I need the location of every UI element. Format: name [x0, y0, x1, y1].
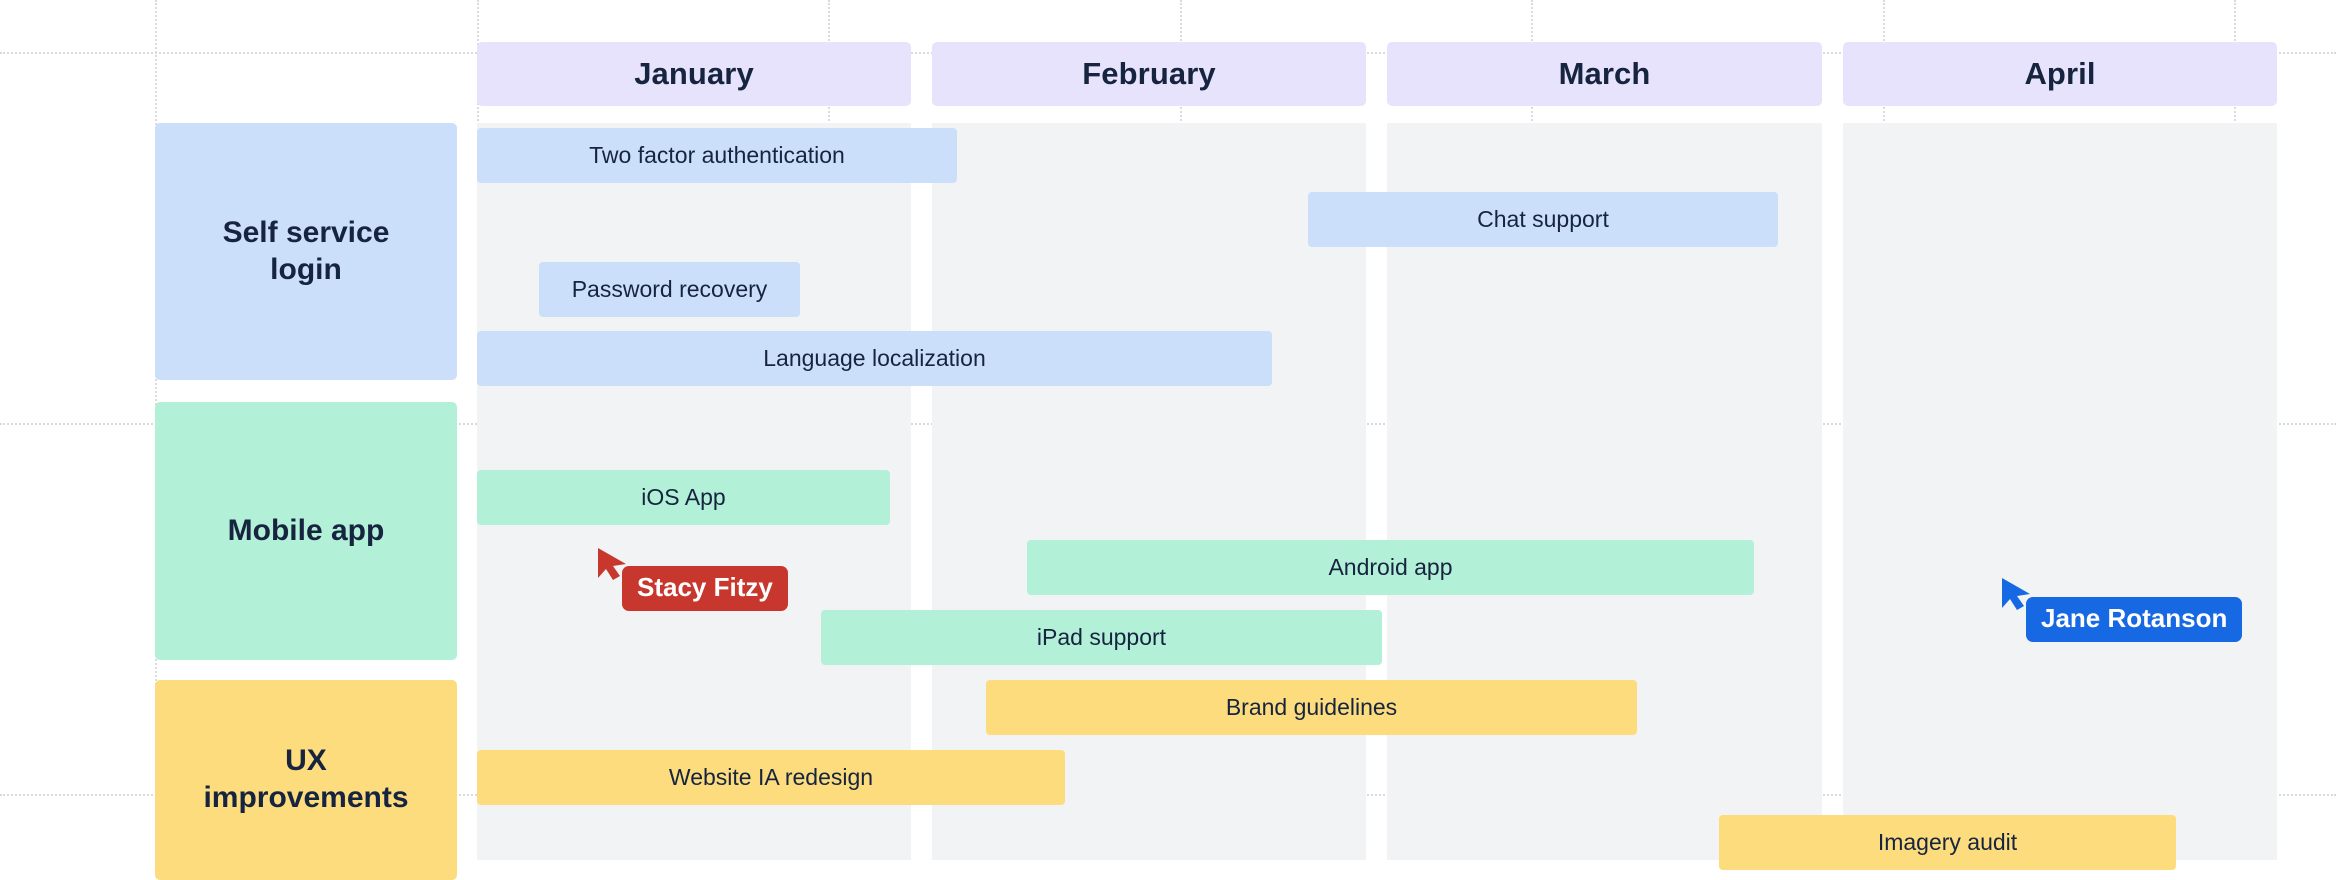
month-header-april[interactable]: April [1843, 42, 2277, 106]
cursor-name-label-jane-rotanson: Jane Rotanson [2026, 597, 2243, 643]
task-bar-label: Android app [1328, 554, 1453, 580]
month-header-january[interactable]: January [477, 42, 911, 106]
task-bar-ipad-support[interactable]: iPad support [821, 610, 1382, 665]
task-bar-label: Language localization [763, 345, 986, 371]
task-bar-label: iOS App [641, 484, 726, 510]
task-bar-language-localization[interactable]: Language localization [477, 331, 1272, 386]
group-label-text: Mobile app [227, 513, 385, 547]
task-bar-label: Website IA redesign [668, 764, 874, 790]
cursor-pointer-icon-jane-rotanson [2000, 576, 2034, 614]
month-header-february[interactable]: February [932, 42, 1366, 106]
month-header-march[interactable]: March [1387, 42, 1822, 106]
task-bar-label: Imagery audit [1877, 829, 2018, 855]
task-bar-android-app[interactable]: Android app [1027, 540, 1754, 595]
task-bar-ios-app[interactable]: iOS App [477, 470, 890, 525]
task-bar-website-ia-redesign[interactable]: Website IA redesign [477, 750, 1065, 805]
month-column-band-april [1843, 123, 2277, 860]
task-bar-two-factor-authentication[interactable]: Two factor authentication [477, 128, 957, 183]
task-bar-label: Chat support [1477, 206, 1609, 232]
group-label-mobile-app[interactable]: Mobile app [155, 402, 457, 660]
task-bar-label: Two factor authentication [589, 142, 845, 168]
task-bar-imagery-audit[interactable]: Imagery audit [1719, 815, 2176, 870]
task-bar-password-recovery[interactable]: Password recovery [539, 262, 800, 317]
task-bar-label: Brand guidelines [1225, 694, 1398, 720]
task-bar-label: iPad support [1036, 624, 1167, 650]
cursor-pointer-icon-stacy-fitzy [596, 546, 630, 584]
task-bar-label: Password recovery [571, 276, 768, 302]
task-bar-brand-guidelines[interactable]: Brand guidelines [986, 680, 1637, 735]
month-column-band-february [932, 123, 1366, 860]
cursor-name-label-stacy-fitzy: Stacy Fitzy [622, 566, 788, 612]
task-bar-chat-support[interactable]: Chat support [1308, 192, 1778, 247]
